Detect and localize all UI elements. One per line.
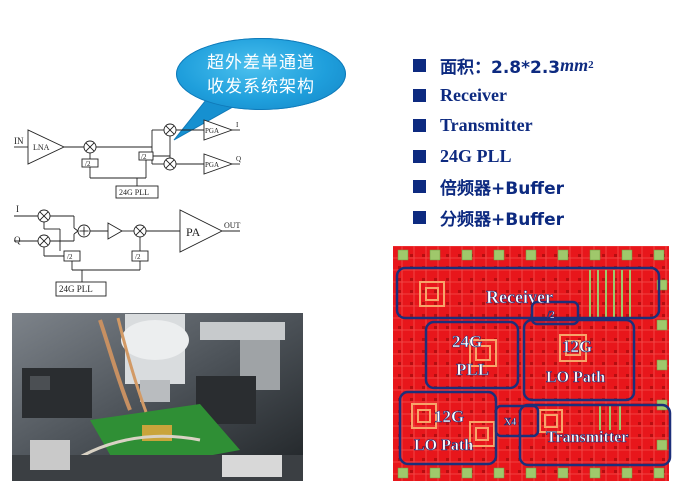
chip-lo-top-label-2: LO Path	[546, 369, 605, 386]
lo-path-top-region	[522, 318, 636, 402]
spec-text: 倍频器+Buffer	[440, 179, 564, 200]
spec-item: 24G PLL	[413, 141, 673, 171]
spec-item: 分频器+Buffer	[413, 202, 673, 232]
lna-label: LNA	[33, 143, 50, 152]
transmitter-region	[518, 403, 672, 467]
chip-pll-label-1: 24G	[452, 332, 482, 351]
pll-region	[424, 320, 520, 390]
chip-lo-top-label-1: 12G	[562, 337, 592, 356]
chip-multiplier-label: X4	[504, 417, 516, 428]
pga-bottom-amplifier	[203, 153, 234, 175]
tx-driver-amplifier	[107, 222, 123, 240]
lna-amplifier	[27, 129, 66, 165]
tx-pll-block	[55, 281, 107, 297]
tx-pll-label: 24G PLL	[59, 284, 93, 294]
bullet-square-icon	[413, 180, 426, 194]
pga-top-label: PGA	[205, 127, 219, 135]
pa-amplifier	[179, 209, 224, 253]
tx-input-q-label: Q	[14, 235, 21, 245]
callout-bubble	[176, 38, 346, 110]
divider-region	[530, 300, 580, 326]
callout-text: 超外差单通道 收发系统架构	[176, 51, 346, 99]
spec-text: 分频器+Buffer	[440, 209, 564, 230]
rx-input-label: IN	[14, 136, 24, 146]
bullet-square-icon	[413, 89, 426, 103]
spec-item: Receiver	[413, 80, 673, 110]
spec-text: Transmitter	[440, 115, 533, 136]
rx-pll-label: 24G PLL	[119, 188, 149, 197]
spec-area-unit: mm	[560, 54, 589, 75]
bullet-square-icon	[413, 149, 426, 163]
rx-out-q-label: Q	[236, 155, 241, 163]
spec-text: 24G PLL	[440, 145, 512, 166]
tx-output-label: OUT	[224, 221, 241, 230]
tx-divider-2-label: /2	[135, 253, 141, 261]
pa-label: PA	[186, 225, 201, 239]
callout-line-2: 收发系统架构	[207, 77, 315, 97]
pga-bottom-label: PGA	[205, 161, 219, 169]
spec-text: Receiver	[440, 85, 507, 106]
bullet-square-icon	[413, 58, 426, 72]
rx-out-i-label: I	[236, 121, 239, 129]
chip-receiver-label: Receiver	[486, 287, 553, 307]
spec-area-exp: 2	[588, 59, 594, 72]
pga-top-amplifier	[203, 119, 234, 141]
chip-lo-bottom-label-2: LO Path	[414, 437, 473, 454]
tx-divider-1-label: /2	[67, 253, 73, 261]
callout-line-1: 超外差单通道	[207, 53, 315, 73]
spec-item: 倍频器+Buffer	[413, 172, 673, 202]
chip-lo-bottom-label-1: 12G	[434, 407, 464, 426]
bullet-square-icon	[413, 210, 426, 224]
chip-divider-label: /2	[546, 310, 555, 321]
chip-pll-label-2: PLL	[456, 360, 489, 379]
tx-input-i-label: I	[16, 204, 19, 214]
multiplier-region	[494, 404, 540, 438]
chip-transmitter-label: Transmitter	[546, 429, 628, 446]
rx-divider-1-label: /2	[85, 160, 91, 168]
rx-divider-2-label: /2	[141, 153, 147, 161]
bullet-square-icon	[413, 119, 426, 133]
spec-item: Transmitter	[413, 111, 673, 141]
receiver-region	[395, 266, 661, 320]
spec-area-text: 面积：2.8*2.3	[440, 57, 561, 78]
